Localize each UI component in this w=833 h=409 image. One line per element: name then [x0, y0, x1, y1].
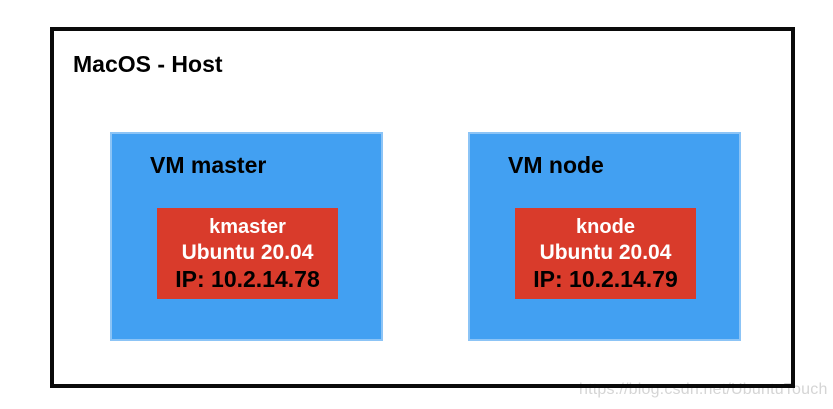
kmaster-os: Ubuntu 20.04 [181, 241, 314, 264]
vm-master-title: VM master [150, 152, 267, 178]
kmaster-ip: IP: 10.2.14.78 [175, 266, 320, 292]
kmaster-guest-box: kmaster Ubuntu 20.04 IP: 10.2.14.78 [157, 208, 338, 299]
vm-node-title: VM node [508, 152, 604, 178]
knode-hostname: knode [576, 216, 635, 238]
host-box: MacOS - Host VM master kmaster Ubuntu 20… [50, 27, 795, 388]
vm-node-box: VM node knode Ubuntu 20.04 IP: 10.2.14.7… [468, 132, 741, 341]
knode-ip: IP: 10.2.14.79 [533, 266, 678, 292]
kmaster-hostname: kmaster [209, 216, 286, 238]
host-title: MacOS - Host [73, 51, 223, 77]
vm-master-box: VM master kmaster Ubuntu 20.04 IP: 10.2.… [110, 132, 383, 341]
knode-os: Ubuntu 20.04 [539, 241, 672, 264]
knode-guest-box: knode Ubuntu 20.04 IP: 10.2.14.79 [515, 208, 696, 299]
